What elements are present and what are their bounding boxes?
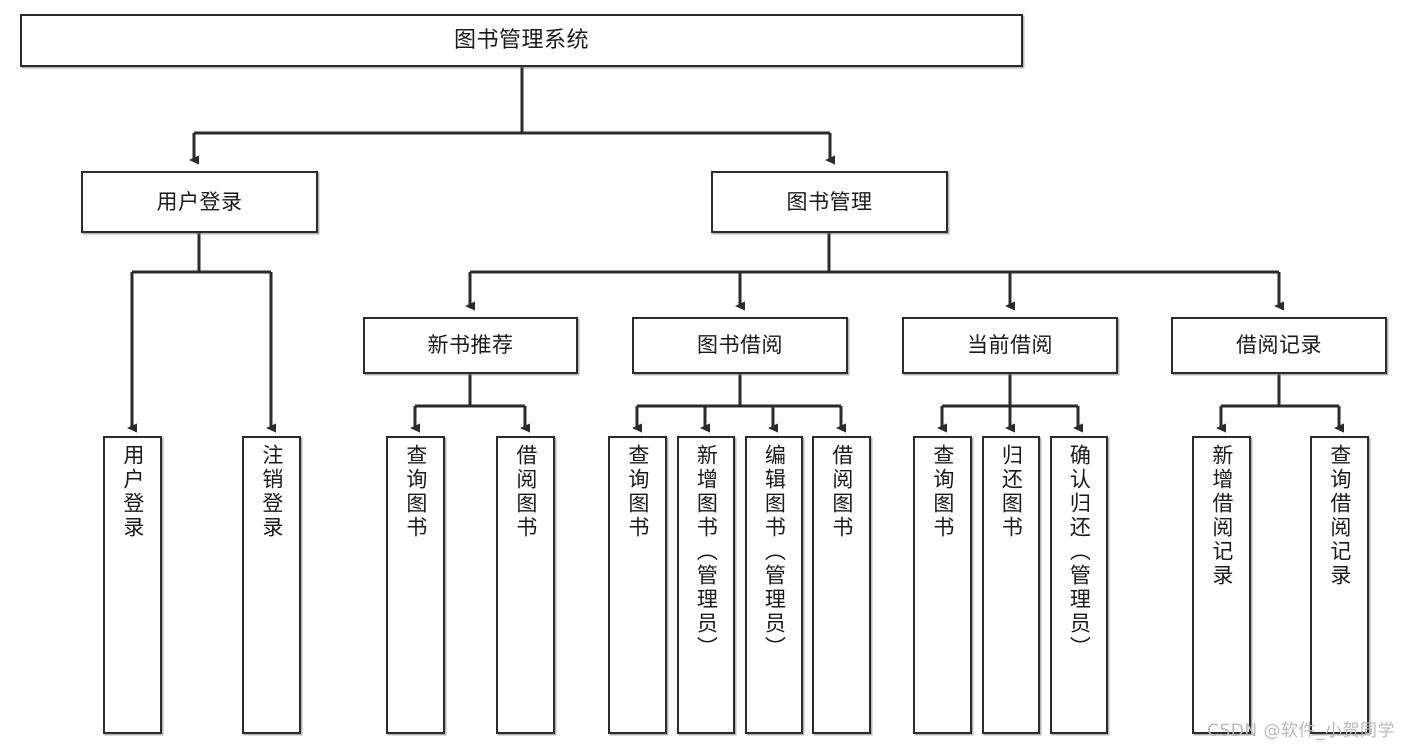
node-leaf-borrow-book-recommend-label: 借阅图书 [513, 444, 538, 540]
node-current-borrow[interactable]: 当前借阅 [902, 317, 1118, 374]
watermark-text: CSDN @软件_小贺同学 [1207, 721, 1395, 741]
node-book-management[interactable]: 图书管理 [711, 171, 948, 233]
node-root-label: 图书管理系统 [453, 27, 589, 53]
node-leaf-confirm-return-admin-label: 确认归还（管理员） [1067, 444, 1092, 660]
node-leaf-add-book-admin[interactable]: 新增图书（管理员） [677, 436, 735, 734]
node-leaf-edit-book-admin-label: 编辑图书（管理员） [762, 444, 787, 660]
node-leaf-return-book-label: 归还图书 [999, 444, 1024, 540]
node-user-login-label: 用户登录 [156, 189, 243, 214]
node-leaf-query-book-borrow-label: 查询图书 [625, 444, 650, 540]
node-leaf-confirm-return-admin[interactable]: 确认归还（管理员） [1050, 436, 1108, 734]
node-leaf-borrow-book-recommend[interactable]: 借阅图书 [496, 436, 555, 734]
node-leaf-borrow-book-label: 借阅图书 [829, 444, 854, 540]
node-leaf-borrow-book[interactable]: 借阅图书 [812, 436, 871, 734]
node-current-borrow-label: 当前借阅 [967, 333, 1053, 358]
node-leaf-query-borrow-record[interactable]: 查询借阅记录 [1310, 436, 1369, 734]
node-leaf-return-book[interactable]: 归还图书 [982, 436, 1040, 734]
node-leaf-query-book-current-label: 查询图书 [930, 444, 955, 540]
node-leaf-user-login[interactable]: 用户登录 [103, 436, 162, 734]
node-leaf-query-book-borrow[interactable]: 查询图书 [608, 436, 667, 734]
node-book-borrow[interactable]: 图书借阅 [632, 317, 848, 374]
node-borrow-records[interactable]: 借阅记录 [1171, 317, 1387, 374]
node-leaf-logout[interactable]: 注销登录 [242, 436, 301, 734]
node-root[interactable]: 图书管理系统 [20, 14, 1023, 67]
node-leaf-add-borrow-record-label: 新增借阅记录 [1209, 444, 1234, 588]
node-borrow-records-label: 借阅记录 [1236, 333, 1322, 358]
node-book-borrow-label: 图书借阅 [697, 333, 783, 358]
node-book-management-label: 图书管理 [786, 189, 873, 214]
node-leaf-query-book-recommend-label: 查询图书 [403, 444, 428, 540]
node-leaf-add-borrow-record[interactable]: 新增借阅记录 [1192, 436, 1251, 734]
node-leaf-query-borrow-record-label: 查询借阅记录 [1327, 444, 1352, 588]
node-leaf-user-login-label: 用户登录 [120, 444, 145, 540]
node-new-book-recommend[interactable]: 新书推荐 [363, 317, 578, 374]
node-leaf-add-book-admin-label: 新增图书（管理员） [694, 444, 719, 660]
node-leaf-query-book-recommend[interactable]: 查询图书 [386, 436, 445, 734]
node-new-book-recommend-label: 新书推荐 [427, 333, 514, 358]
node-leaf-edit-book-admin[interactable]: 编辑图书（管理员） [745, 436, 803, 734]
node-leaf-logout-label: 注销登录 [259, 444, 284, 540]
node-leaf-query-book-current[interactable]: 查询图书 [913, 436, 972, 734]
node-user-login[interactable]: 用户登录 [81, 171, 318, 233]
